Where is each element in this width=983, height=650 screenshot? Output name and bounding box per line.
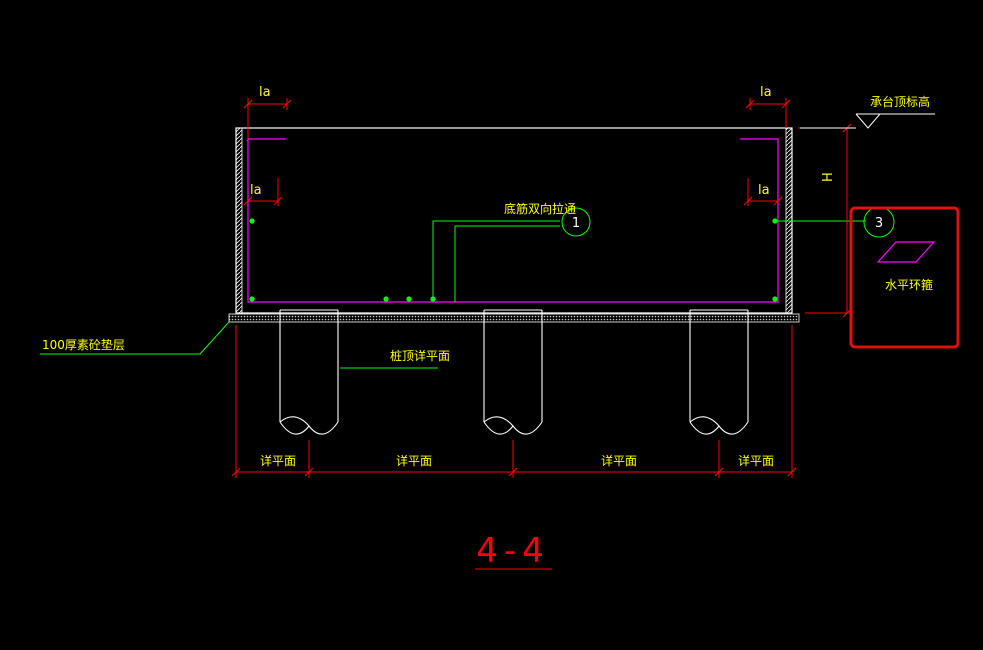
label-bottom-bars: 底筋双向拉通 <box>504 201 576 216</box>
label-dim-1: 详平面 <box>260 453 296 468</box>
label-dim-4: 详平面 <box>738 453 774 468</box>
horizontal-ring-symbol <box>876 241 936 263</box>
label-dim-3: 详平面 <box>601 453 637 468</box>
label-cap-top-elevation: 承台顶标高 <box>870 94 930 109</box>
main-rebar-outline <box>247 138 779 303</box>
pile-1 <box>279 309 339 435</box>
label-callout-3: 3 <box>875 216 883 231</box>
rebar-dot <box>406 296 412 302</box>
pile-3 <box>689 309 749 435</box>
dimensions <box>231 98 852 570</box>
left-wall-hatch <box>235 127 243 314</box>
label-la-top-left: la <box>259 85 271 100</box>
rebar-dot <box>249 296 255 302</box>
callout-1-circle <box>561 207 591 237</box>
label-la-top-right: la <box>760 85 772 100</box>
rebar-dots <box>249 218 778 302</box>
pile-2 <box>483 309 543 435</box>
label-horizontal-ring: 水平环箍 <box>885 277 933 292</box>
rebar-dot <box>772 296 778 302</box>
label-height: H <box>821 172 836 182</box>
highlight-box <box>849 206 960 349</box>
label-la-mid-left: la <box>250 183 262 198</box>
leader-cushion <box>40 321 230 355</box>
leader-lines <box>40 206 895 369</box>
label-callout-1: 1 <box>572 216 580 231</box>
leader-bottom-bars-2 <box>454 225 560 302</box>
leader-bottom-bars-1 <box>432 220 560 299</box>
rebar-dot <box>249 218 255 224</box>
label-dim-2: 详平面 <box>396 453 432 468</box>
label-la-mid-right: la <box>758 183 770 198</box>
elevation-marker <box>800 113 935 129</box>
text-labels: la la la la 承台顶标高 H 底筋双向拉通 1 3 水平环箍 100厚… <box>42 85 933 571</box>
section-title: 4-4 <box>476 531 550 571</box>
cushion-layer <box>228 313 800 323</box>
piles <box>279 309 749 435</box>
rebar-dot <box>383 296 389 302</box>
label-cushion: 100厚素砼垫层 <box>42 337 125 352</box>
label-pile-detail: 桩顶详平面 <box>390 348 450 363</box>
